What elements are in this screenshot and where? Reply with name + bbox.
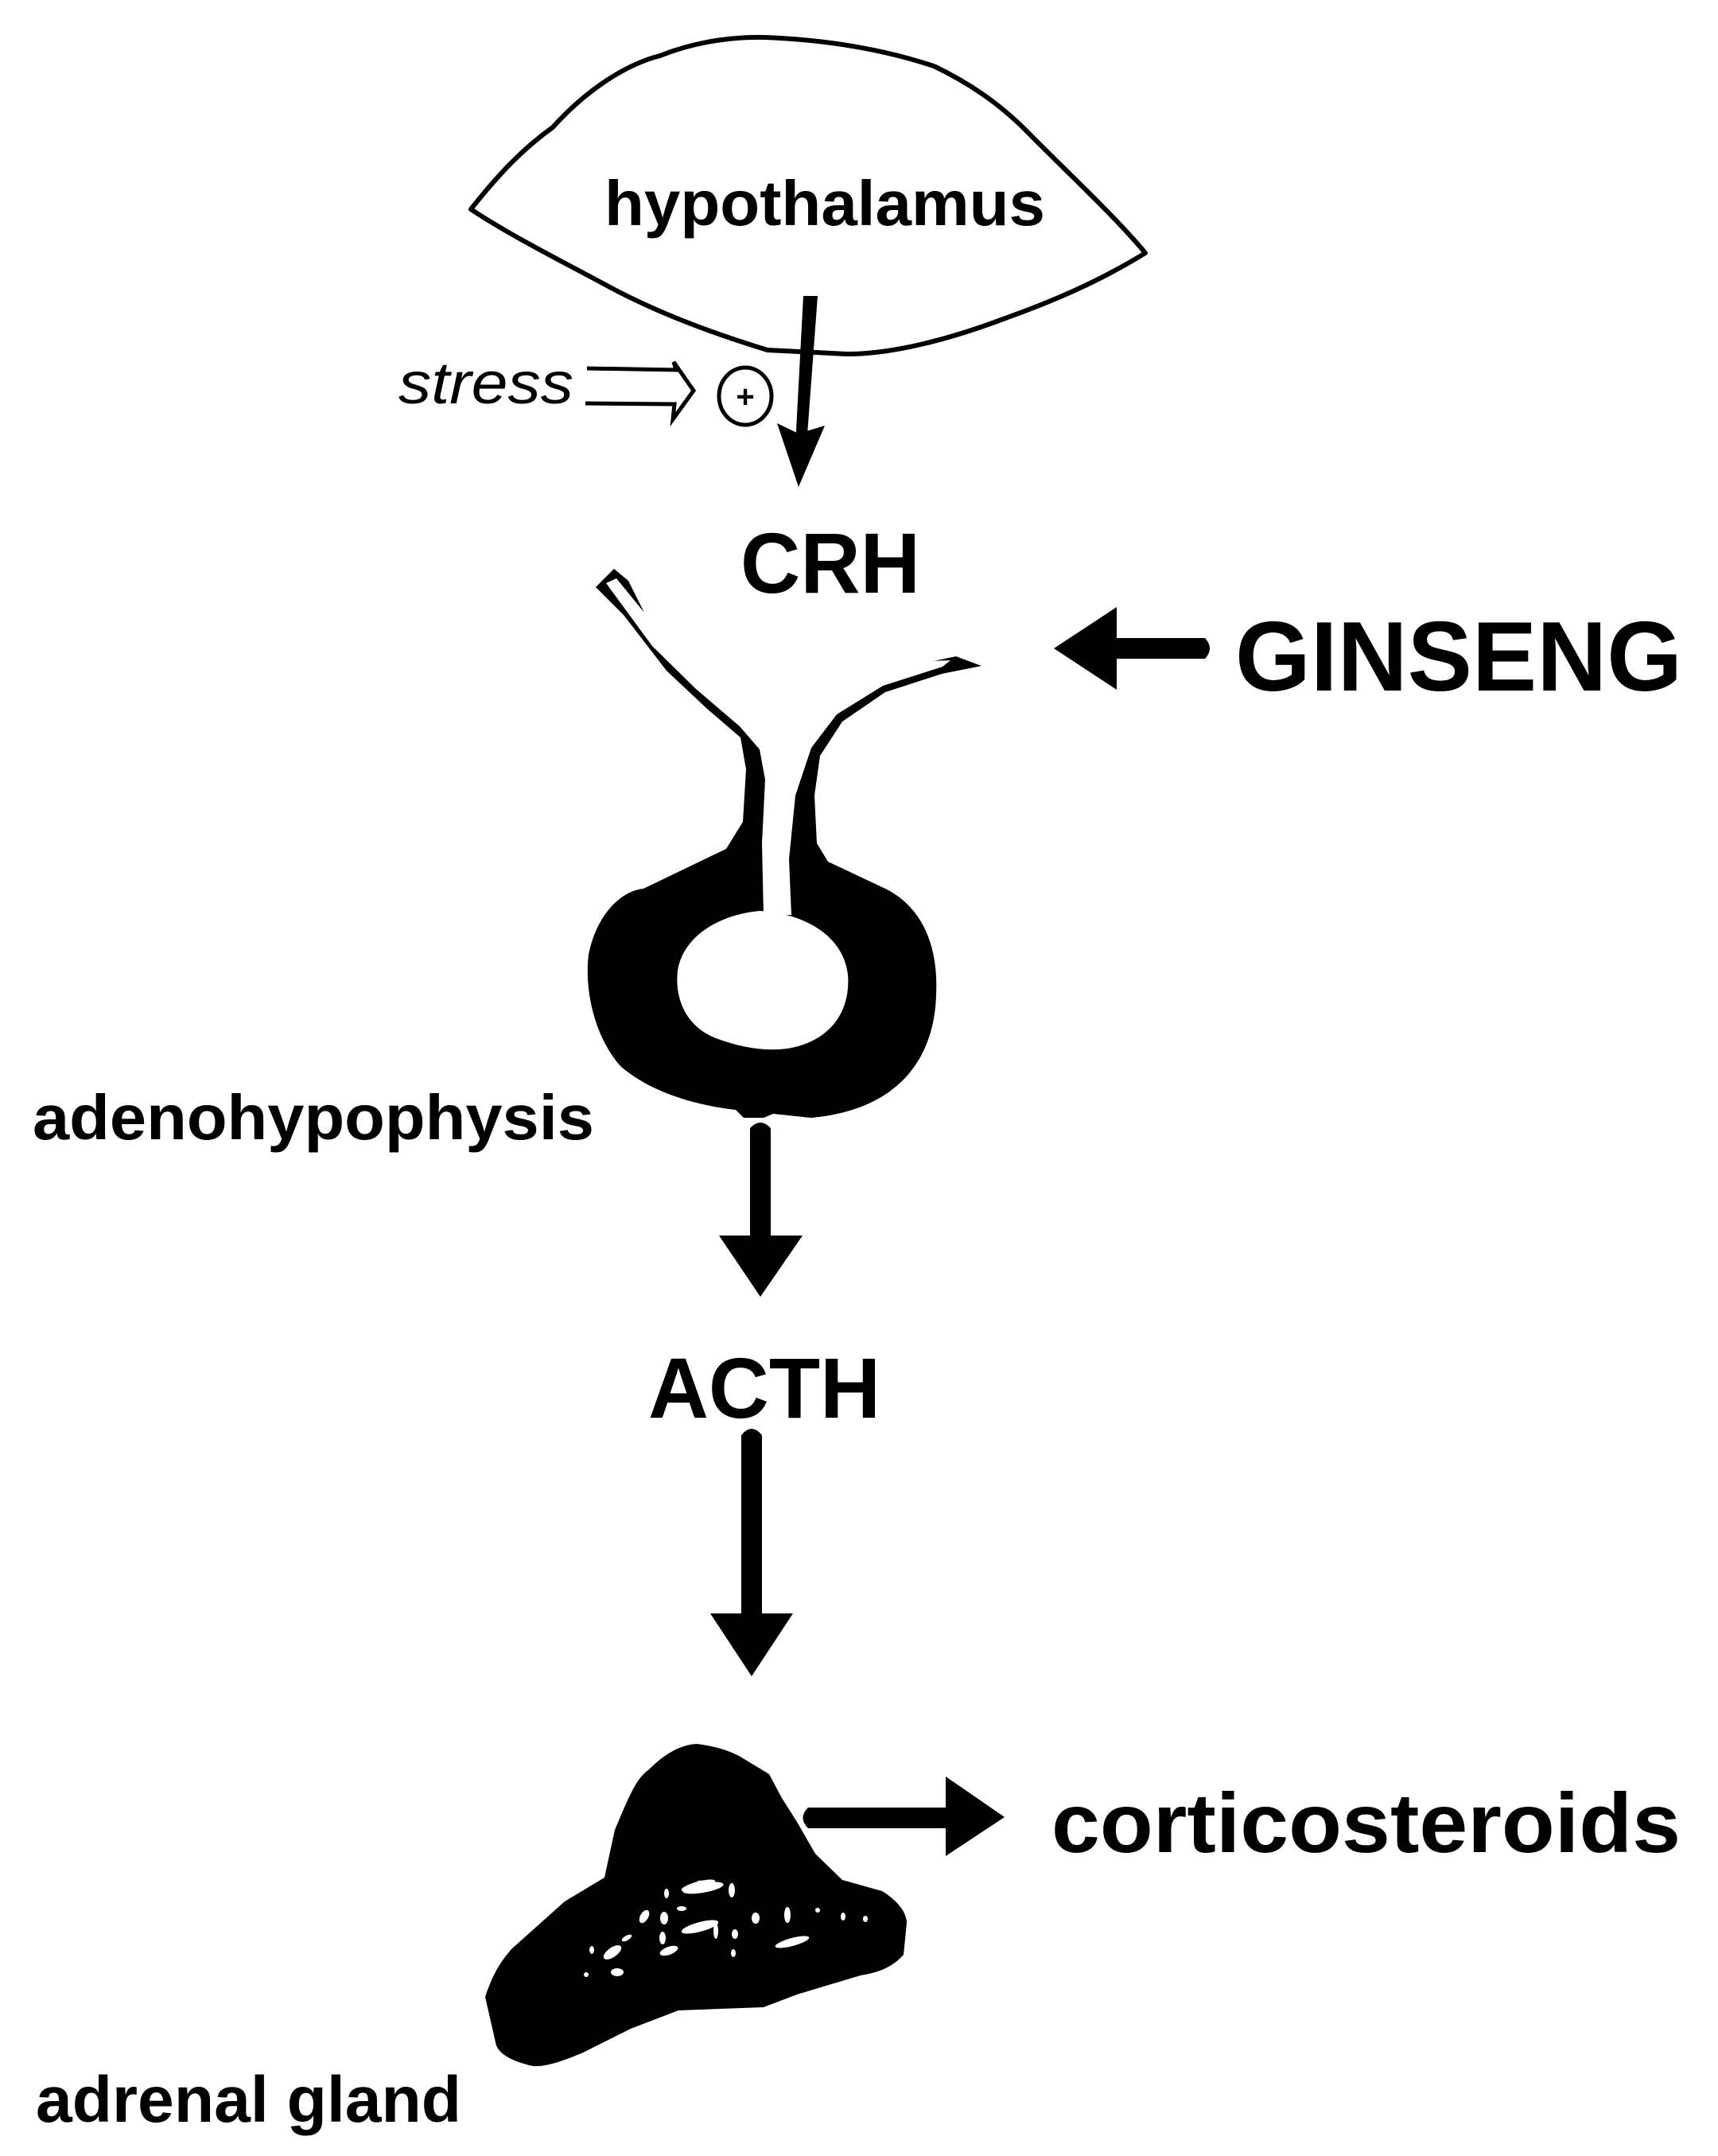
adrenal-gland-node: adrenal gland [36,1744,907,2136]
stress-label: stress [398,350,573,416]
pituitary-stalk-channel [606,578,950,915]
arrow-head [710,1613,793,1676]
hypothalamus-to-crh-arrow [777,296,825,487]
ginseng-label: GINSENG [1235,602,1682,712]
ginseng-arrow [1054,607,1210,690]
arrow-shaft [741,1429,762,1615]
acth-to-adrenal-arrow [710,1429,793,1676]
arrow-head [777,423,825,487]
corticosteroids-label: corticosteroids [1051,1777,1681,1870]
pituitary-node: adenohypophysis [33,569,981,1153]
pituitary-to-acth-arrow [719,1123,803,1297]
hypothalamus-label: hypothalamus [604,168,1045,239]
arrow-shaft [795,296,818,446]
adrenal-medulla-speckles [584,1879,868,1977]
stress-input: stress + [398,350,774,427]
adrenal-gland-shape [485,1744,907,2067]
stimulation-circle-icon [717,365,774,427]
arrow-shaft [803,1808,946,1828]
hypothalamus-node: hypothalamus [468,34,1148,356]
hollow-arrow-icon [585,360,697,427]
adrenal-to-corticosteroids-arrow [803,1777,1005,1856]
crh-label: CRH [740,515,920,611]
adrenal-gland-label: adrenal gland [36,2064,461,2136]
acth-label: ACTH [648,1340,880,1436]
arrow-shaft [750,1123,771,1237]
arrow-head [719,1236,803,1297]
hypothalamus-shape [468,34,1148,356]
pituitary-center [677,911,849,1050]
arrow-head [946,1777,1005,1856]
stimulation-plus-symbol: + [736,379,754,414]
ginseng-input: GINSENG [1054,602,1682,712]
adenohypophysis-label: adenohypophysis [33,1082,594,1153]
